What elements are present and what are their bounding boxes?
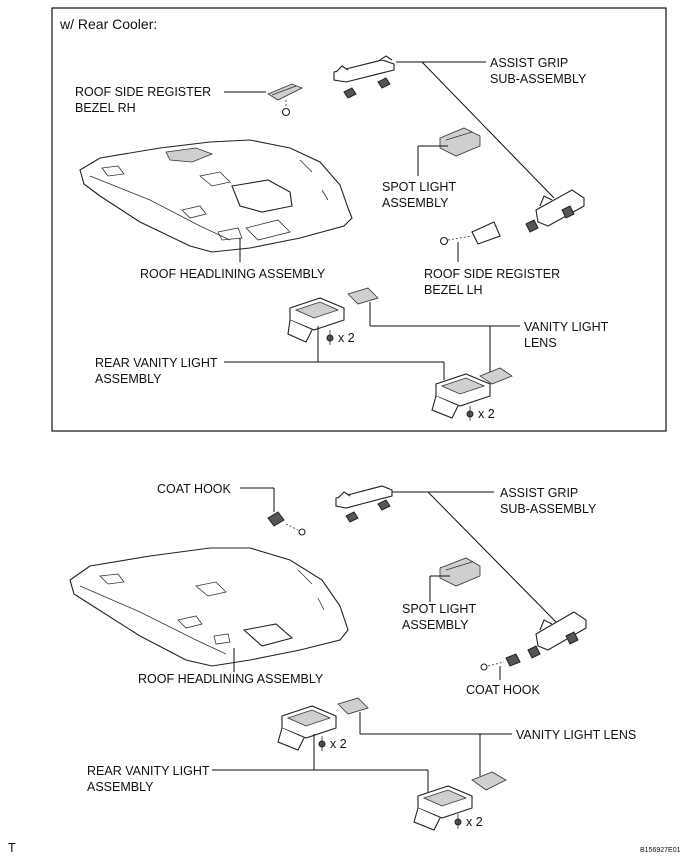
label-coat-hook-2: COAT HOOK (466, 683, 541, 697)
label-roof-headlining-bottom: ROOF HEADLINING ASSEMBLY (138, 672, 324, 686)
vanity-light-lens-part-bottom-1 (337, 697, 369, 715)
top-panel-title: w/ Rear Cooler: (59, 16, 157, 32)
qty-label-top-2: x 2 (478, 407, 495, 421)
figure-id: B156927E01 (640, 847, 681, 854)
leader-lines-top (224, 61, 555, 380)
assist-grip-part-right (525, 189, 585, 233)
label-coat-hook-1: COAT HOOK (157, 482, 232, 496)
roof-headlining-drawing-bottom (69, 547, 349, 667)
label-vanity-lens-bottom: VANITY LIGHT LENS (516, 728, 636, 742)
screw-bottom-1 (318, 736, 326, 751)
screw-top-2 (466, 406, 474, 421)
qty-label-top-1: x 2 (338, 331, 355, 345)
assist-grip-part-bottom-right (527, 611, 587, 659)
top-panel-frame (51, 7, 667, 432)
roof-side-register-bezel-lh-part (439, 221, 501, 246)
roof-side-register-bezel-rh-part (267, 83, 303, 117)
leader-lines-bottom (212, 487, 557, 792)
qty-label-bottom-1: x 2 (330, 737, 347, 751)
label-roof-headlining-top: ROOF HEADLINING ASSEMBLY (140, 267, 326, 281)
screw-top-1 (326, 330, 334, 345)
qty-label-bottom-2: x 2 (466, 815, 483, 829)
assist-grip-part-bottom-top (335, 485, 393, 523)
assist-grip-part-top (333, 55, 395, 99)
rear-vanity-light-part-top-1 (287, 297, 345, 343)
spot-light-part-bottom (439, 557, 481, 587)
coat-hook-part-1 (267, 511, 306, 536)
rear-vanity-light-part-top-2 (431, 373, 491, 419)
vanity-light-lens-part-top-1 (347, 287, 379, 305)
screw-bottom-2 (454, 814, 462, 829)
vanity-light-lens-part-top-2 (479, 367, 513, 385)
roof-headlining-drawing (79, 139, 353, 253)
rear-vanity-light-part-bottom-1 (277, 705, 337, 751)
rear-vanity-light-part-bottom-2 (413, 785, 473, 831)
corner-mark: T (8, 841, 16, 855)
coat-hook-part-2 (480, 653, 521, 671)
spot-light-part-top (439, 127, 481, 157)
vanity-light-lens-part-bottom-2 (471, 771, 507, 791)
